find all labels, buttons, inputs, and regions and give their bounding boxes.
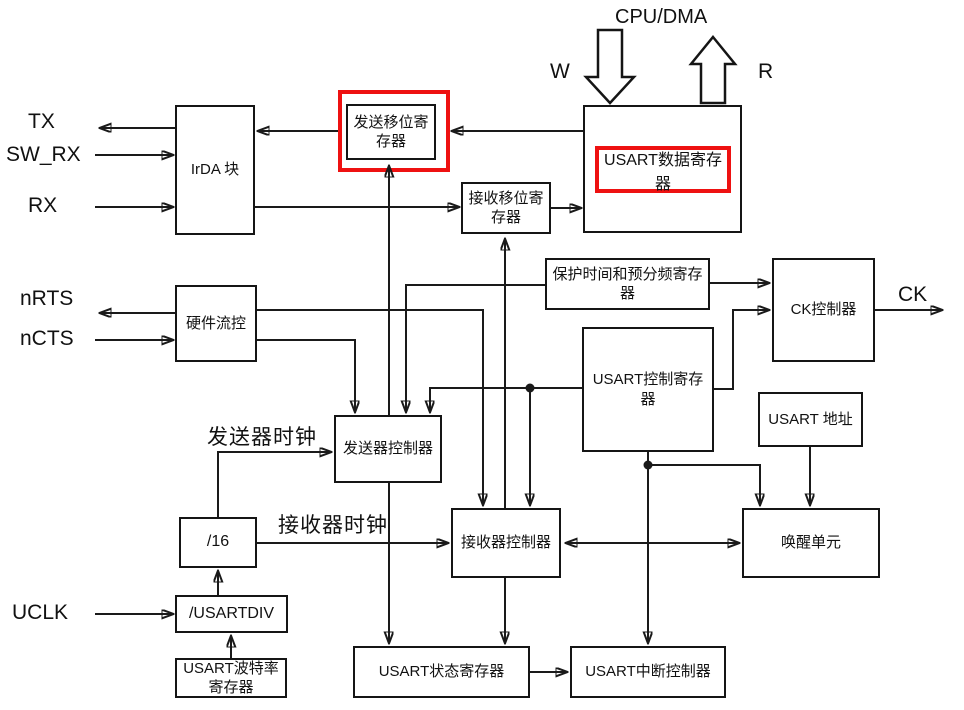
block-usartdiv: /USARTDIV	[175, 595, 288, 633]
cpu-dma-title: CPU/DMA	[615, 6, 708, 28]
connector-guard-to-txctrl	[406, 284, 545, 412]
block-hardware-flow-control-label: 硬件流控	[185, 314, 246, 332]
block-ck-controller-label: CK控制器	[790, 301, 857, 319]
block-usart-control-register-label: USART控制寄存器	[592, 371, 704, 408]
block-transmitter-controller: 发送器控制器	[334, 415, 442, 483]
port-nrts-label: nRTS	[20, 287, 74, 310]
block-usart-address-label: USART 地址	[768, 410, 853, 428]
connector-flow-to-txctrl	[257, 339, 355, 412]
block-usart-status-register-label: USART状态寄存器	[378, 663, 505, 681]
port-write-label: W	[550, 60, 570, 83]
block-transmit-shift-register: 发送移位寄存器	[346, 104, 436, 160]
transmitter-clock-label: 发送器时钟	[207, 426, 317, 449]
block-guard-time-prescaler-register: 保护时间和预分频寄存器	[545, 258, 710, 310]
write-arrow-icon	[583, 28, 637, 105]
block-div16-label: /16	[206, 533, 230, 551]
block-usart-address: USART 地址	[758, 392, 863, 447]
highlight-transmit-shift-register	[338, 90, 450, 172]
port-ncts-label: nCTS	[20, 327, 74, 350]
port-read-label: R	[758, 60, 774, 83]
block-guard-time-prescaler-register-label: 保护时间和预分频寄存器	[552, 265, 703, 303]
block-usart-baud-rate-register: USART波特率寄存器	[175, 658, 287, 698]
block-usart-baud-rate-register-label: USART波特率寄存器	[183, 659, 279, 697]
block-usartdiv-label: /USARTDIV	[188, 604, 275, 622]
block-receiver-controller: 接收器控制器	[451, 508, 561, 578]
port-sw-rx-label: SW_RX	[6, 143, 81, 166]
block-transmitter-controller-label: 发送器控制器	[342, 440, 433, 458]
block-usart-data-register	[583, 105, 742, 233]
block-receive-shift-register-label: 接收移位寄存器	[468, 189, 544, 227]
block-usart-interrupt-controller-label: USART中断控制器	[585, 663, 711, 681]
port-uclk-label: UCLK	[12, 601, 69, 624]
block-wakeup-unit: 唤醒单元	[742, 508, 880, 578]
block-ck-controller: CK控制器	[772, 258, 875, 362]
port-ck-label: CK	[898, 283, 928, 306]
connector-ctrlreg-to-ckctrl	[714, 310, 769, 390]
block-transmit-shift-register-label: 发送移位寄存器	[353, 113, 429, 151]
junction-dot	[525, 383, 535, 393]
block-wakeup-unit-label: 唤醒单元	[780, 534, 841, 552]
block-irda: IrDA 块	[175, 105, 255, 235]
connector-div16-to-txctrl-txclock	[217, 452, 331, 517]
block-irda-label: IrDA 块	[190, 161, 240, 179]
block-usart-control-register: USART控制寄存器	[582, 327, 714, 452]
port-tx-label: TX	[28, 110, 55, 133]
junction-dot	[643, 460, 653, 470]
receiver-clock-label: 接收器时钟	[278, 514, 388, 537]
block-receive-shift-register: 接收移位寄存器	[461, 182, 551, 234]
block-hardware-flow-control: 硬件流控	[175, 285, 257, 362]
read-arrow-icon	[688, 35, 738, 105]
block-div16: /16	[179, 517, 257, 568]
block-usart-data-register-label: USART数据寄存器	[604, 151, 722, 193]
connector-ctrlreg-to-wakeup	[648, 464, 760, 505]
highlight-usart-data-register: USART数据寄存器	[595, 146, 731, 193]
port-rx-label: RX	[28, 194, 58, 217]
connector-ctrlreg-to-txctrl	[430, 387, 582, 412]
block-usart-status-register: USART状态寄存器	[353, 646, 530, 698]
block-usart-interrupt-controller: USART中断控制器	[570, 646, 726, 698]
block-receiver-controller-label: 接收器控制器	[460, 534, 551, 552]
